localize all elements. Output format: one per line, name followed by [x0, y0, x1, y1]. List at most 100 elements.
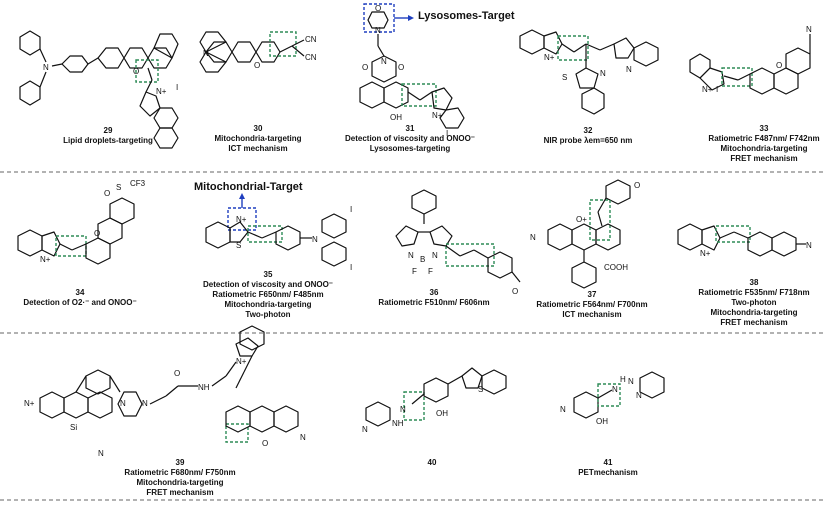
- atom-label: O: [94, 229, 100, 238]
- atom-label: N+: [24, 399, 35, 408]
- caption-line: PETmechanism: [578, 468, 638, 477]
- highlight-box: [589, 199, 611, 241]
- atom-label: F: [412, 267, 417, 276]
- structure-30: N O CN CN: [199, 31, 317, 73]
- structure-36: N B N F F O: [395, 189, 521, 296]
- atom-label: N+: [236, 357, 247, 366]
- mitochondria-target-label: Mitochondrial-Target: [194, 181, 303, 193]
- compound-number: 37: [587, 290, 597, 299]
- caption-line: ICT mechanism: [228, 144, 288, 153]
- atom-label: I: [350, 263, 352, 272]
- atom-label: O: [776, 61, 782, 70]
- compound-number: 36: [429, 288, 439, 297]
- caption-40: 40: [428, 458, 437, 468]
- caption-line: Mitochondria-targeting: [224, 300, 312, 309]
- highlight-box: [403, 391, 425, 421]
- caption-line: FRET mechanism: [730, 154, 798, 163]
- atom-label: O: [375, 4, 381, 13]
- atom-label: NH: [198, 383, 210, 392]
- atom-label: O: [512, 287, 518, 296]
- caption-30: 30 Mitochondria-targeting ICT mechanism: [214, 124, 301, 154]
- caption-line: Detection of viscosity and ONOO⁻: [344, 134, 476, 143]
- caption-35: 35 Detection of viscosity and ONOO⁻ Rati…: [203, 270, 333, 320]
- highlight-box: [597, 383, 621, 407]
- caption-line: Mitochondria-targeting: [710, 308, 798, 317]
- atom-label: N: [636, 391, 642, 400]
- atom-label: I: [350, 205, 352, 214]
- caption-line: NIR probe λem=650 nm: [543, 136, 633, 145]
- compound-number: 34: [75, 288, 85, 297]
- highlight-box: [557, 35, 589, 61]
- structure-29: N O N+ I: [19, 30, 179, 149]
- caption-33: 33 Ratiometric F487nm/ F742nm Mitochondr…: [708, 124, 819, 164]
- atom-label: O: [174, 369, 180, 378]
- caption-38: 38 Ratiometric F535nm/ F718nm Two-photon…: [698, 278, 809, 328]
- highlight-box: [247, 225, 283, 243]
- caption-line: Lipid droplets-targeting: [63, 136, 153, 145]
- compound-number: 40: [427, 458, 437, 467]
- compound-number: 38: [749, 278, 759, 287]
- atom-label: OH: [436, 409, 448, 418]
- structure-40: N NH N OH S: [362, 367, 507, 434]
- caption-line: FRET mechanism: [720, 318, 788, 327]
- atom-label: S: [116, 183, 121, 192]
- atom-label: N: [375, 26, 381, 35]
- caption-41: 41 PETmechanism: [578, 458, 638, 478]
- atom-label: N: [626, 65, 632, 74]
- atom-label: N: [142, 399, 148, 408]
- atom-label: O: [398, 63, 404, 72]
- atom-label: N+: [156, 87, 167, 96]
- structure-37: O O+ N COOH: [530, 179, 640, 289]
- atom-label: N: [43, 63, 49, 72]
- compound-number: 31: [405, 124, 415, 133]
- atom-label: NH: [392, 419, 404, 428]
- atom-label: N: [432, 251, 438, 260]
- caption-line: Ratiometric F564nm/ F700nm: [536, 300, 648, 309]
- atom-label: I: [446, 129, 448, 138]
- atom-label: N: [612, 385, 618, 394]
- compound-number: 35: [263, 270, 273, 279]
- highlight-box: [721, 67, 753, 87]
- compound-number: 41: [603, 458, 613, 467]
- atom-label: CN: [305, 53, 317, 62]
- compound-number: 32: [583, 126, 593, 135]
- atom-label: N: [362, 425, 368, 434]
- atom-label: O: [262, 439, 268, 448]
- caption-32: 32 NIR probe λem=650 nm: [544, 126, 633, 146]
- atom-label: O: [362, 63, 368, 72]
- atom-label: Si: [70, 423, 77, 432]
- atom-label: I: [176, 83, 178, 92]
- compound-number: 39: [175, 458, 185, 467]
- atom-label: N: [312, 235, 318, 244]
- caption-line: Two-photon: [731, 298, 777, 307]
- lysosome-target-box: [363, 3, 395, 33]
- caption-31: 31 Detection of viscosity and ONOO⁻ Lyso…: [345, 124, 475, 154]
- atom-label: O+: [576, 215, 587, 224]
- atom-label: N: [98, 449, 104, 458]
- structure-31: O N N O O OH N+ I: [359, 3, 465, 138]
- atom-label: N: [806, 241, 812, 250]
- atom-label: OH: [596, 417, 608, 426]
- caption-line: Mitochondria-targeting: [214, 134, 302, 143]
- caption-line: ICT mechanism: [562, 310, 622, 319]
- structure-41: N OH N H N N: [560, 371, 665, 426]
- atom-label: N: [300, 433, 306, 442]
- caption-line: Mitochondria-targeting: [136, 478, 224, 487]
- caption-line: Lysosomes-targeting: [369, 144, 451, 153]
- caption-line: Ratiometric F510nm/ F606nm: [378, 298, 490, 307]
- atom-label: S: [478, 385, 483, 394]
- caption-line: Ratiometric F487nm/ F742nm: [708, 134, 820, 143]
- atom-label: S: [236, 241, 241, 250]
- caption-line: Ratiometric F680nm/ F750nm: [124, 468, 236, 477]
- atom-label: N: [806, 25, 812, 34]
- caption-line: Ratiometric F650nm/ F485nm: [212, 290, 324, 299]
- highlight-box: [445, 243, 495, 267]
- highlight-box: [269, 31, 297, 57]
- highlight-box: [135, 59, 159, 83]
- structure-32: N+ N S N: [519, 29, 659, 115]
- highlight-box: [715, 225, 751, 243]
- atom-label: N+: [544, 53, 555, 62]
- atom-label: N: [600, 69, 606, 78]
- highlight-box: [401, 83, 437, 107]
